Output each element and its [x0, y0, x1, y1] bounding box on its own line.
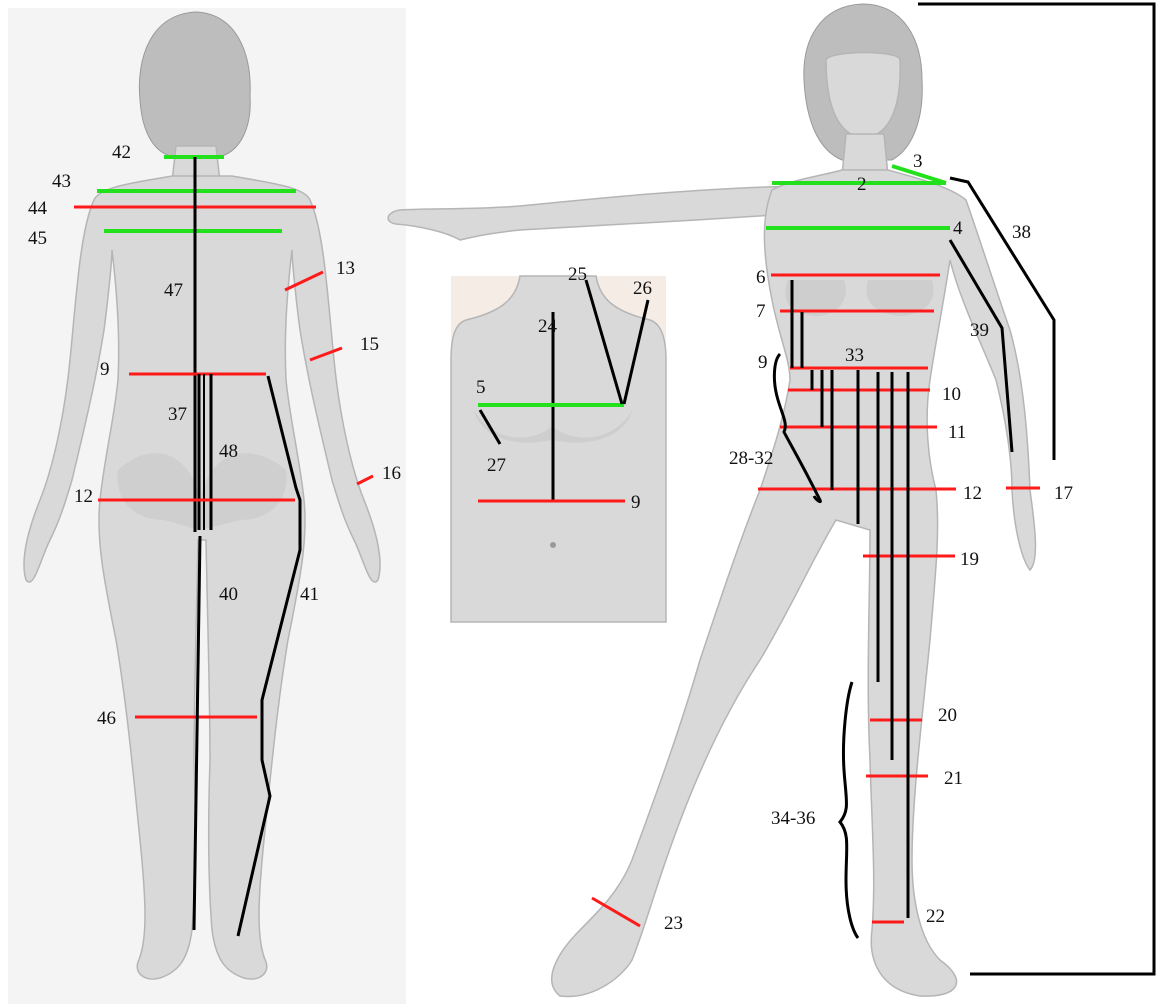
label-9-back: 9 [100, 359, 110, 380]
label-41: 41 [300, 584, 319, 605]
label-3: 3 [913, 151, 923, 172]
label-28-32: 28-32 [729, 448, 773, 469]
label-43: 43 [52, 171, 71, 192]
label-27: 27 [487, 455, 506, 476]
label-9-inset: 9 [631, 492, 641, 513]
label-7: 7 [756, 301, 766, 322]
label-44: 44 [28, 198, 48, 219]
label-25: 25 [568, 264, 587, 285]
label-4: 4 [953, 218, 963, 239]
label-26: 26 [633, 278, 652, 299]
label-13: 13 [336, 258, 355, 279]
front-extended-arm [388, 186, 800, 240]
label-21: 21 [944, 768, 963, 789]
label-11: 11 [948, 422, 966, 443]
label-15: 15 [360, 334, 379, 355]
label-2: 2 [857, 174, 867, 195]
label-39: 39 [970, 320, 989, 341]
label-40: 40 [219, 584, 238, 605]
label-9-front: 9 [758, 352, 768, 373]
label-20: 20 [938, 705, 957, 726]
inset-chest-view [451, 276, 666, 622]
label-12-front: 12 [963, 483, 982, 504]
label-10: 10 [942, 384, 961, 405]
label-45: 45 [28, 228, 47, 249]
label-17: 17 [1054, 483, 1073, 504]
label-19: 19 [960, 549, 979, 570]
back-head-hair [139, 12, 250, 156]
label-23: 23 [664, 913, 683, 934]
label-16: 16 [382, 463, 401, 484]
label-22: 22 [926, 906, 945, 927]
label-5: 5 [476, 377, 486, 398]
label-33: 33 [845, 345, 864, 366]
label-12-back: 12 [74, 486, 93, 507]
label-38: 38 [1012, 222, 1031, 243]
label-42: 42 [112, 142, 131, 163]
brace-34-36 [840, 682, 858, 938]
label-46: 46 [97, 708, 116, 729]
label-34-36: 34-36 [771, 808, 815, 829]
label-47: 47 [164, 280, 183, 301]
inset-navel [550, 542, 556, 548]
inset-torso [451, 276, 666, 622]
label-37: 37 [168, 404, 187, 425]
label-6: 6 [756, 267, 766, 288]
label-24: 24 [538, 316, 558, 337]
label-48: 48 [219, 441, 238, 462]
